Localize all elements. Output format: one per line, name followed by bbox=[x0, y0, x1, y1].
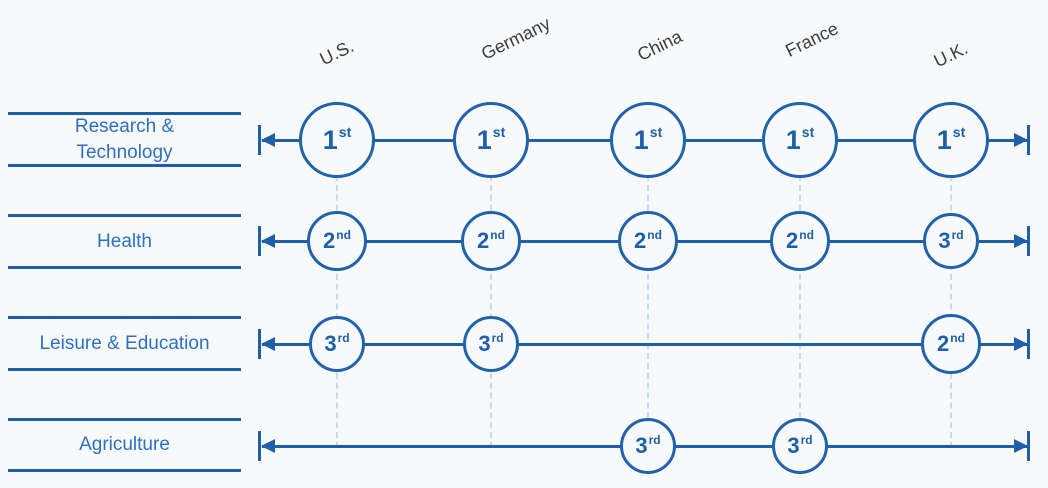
rank-number: 2 bbox=[323, 228, 336, 253]
rank-suffix: nd bbox=[950, 331, 965, 345]
rank-number: 3 bbox=[787, 433, 800, 458]
column-label-us: U.S. bbox=[316, 35, 357, 70]
column-connector-uk bbox=[950, 175, 952, 448]
rank-number: 3 bbox=[478, 331, 491, 356]
arrow-right-icon bbox=[1014, 439, 1028, 453]
row-label-leisure-education: Leisure & Education bbox=[8, 316, 241, 371]
axis-endbar-left bbox=[258, 431, 261, 461]
rank-suffix: st bbox=[338, 124, 352, 140]
rank-number: 3 bbox=[635, 433, 648, 458]
rank-suffix: rd bbox=[800, 433, 813, 447]
column-label-uk: U.K. bbox=[930, 37, 971, 72]
rank-suffix: nd bbox=[799, 228, 814, 242]
rank-suffix: nd bbox=[647, 228, 662, 242]
axis-endbar-right bbox=[1027, 431, 1030, 461]
rank-suffix: st bbox=[801, 124, 815, 140]
rank-number: 3 bbox=[938, 228, 951, 253]
rank-suffix: nd bbox=[490, 228, 505, 242]
row-label-agriculture: Agriculture bbox=[8, 418, 241, 472]
row-label-research-technology: Research & Technology bbox=[8, 112, 241, 167]
column-connector-france bbox=[799, 175, 801, 448]
arrow-right-icon bbox=[1014, 234, 1028, 248]
rank-number: 2 bbox=[634, 228, 647, 253]
axis-endbar-right bbox=[1027, 125, 1030, 155]
rank-number: 1 bbox=[936, 124, 952, 155]
rank-number: 2 bbox=[477, 228, 490, 253]
axis-endbar-right bbox=[1027, 226, 1030, 256]
axis-endbar-left bbox=[258, 125, 261, 155]
rank-suffix: rd bbox=[491, 331, 504, 345]
rank-number: 1 bbox=[785, 124, 801, 155]
rank-number: 1 bbox=[633, 124, 649, 155]
rank-suffix: rd bbox=[648, 433, 661, 447]
rank-suffix: nd bbox=[336, 228, 351, 242]
column-connector-china bbox=[647, 175, 649, 448]
arrow-right-icon bbox=[1014, 337, 1028, 351]
axis-endbar-right bbox=[1027, 329, 1030, 359]
rank-suffix: st bbox=[952, 124, 966, 140]
rank-suffix: st bbox=[492, 124, 506, 140]
column-label-china: China bbox=[634, 26, 686, 65]
rank-number: 2 bbox=[937, 331, 950, 356]
rank-suffix: rd bbox=[337, 331, 350, 345]
rank-suffix: rd bbox=[951, 228, 964, 242]
rank-number: 1 bbox=[322, 124, 338, 155]
row-label-health: Health bbox=[8, 214, 241, 269]
column-connector-us bbox=[336, 175, 338, 448]
rank-number: 1 bbox=[476, 124, 492, 155]
axis-endbar-left bbox=[258, 226, 261, 256]
column-connector-germany bbox=[490, 175, 492, 448]
column-label-germany: Germany bbox=[478, 13, 554, 64]
row-axis-leisure-education bbox=[262, 343, 1030, 346]
rank-suffix: st bbox=[649, 124, 663, 140]
arrow-right-icon bbox=[1014, 133, 1028, 147]
axis-endbar-left bbox=[258, 329, 261, 359]
column-label-france: France bbox=[782, 18, 842, 61]
rank-number: 3 bbox=[324, 331, 337, 356]
rank-number: 2 bbox=[786, 228, 799, 253]
